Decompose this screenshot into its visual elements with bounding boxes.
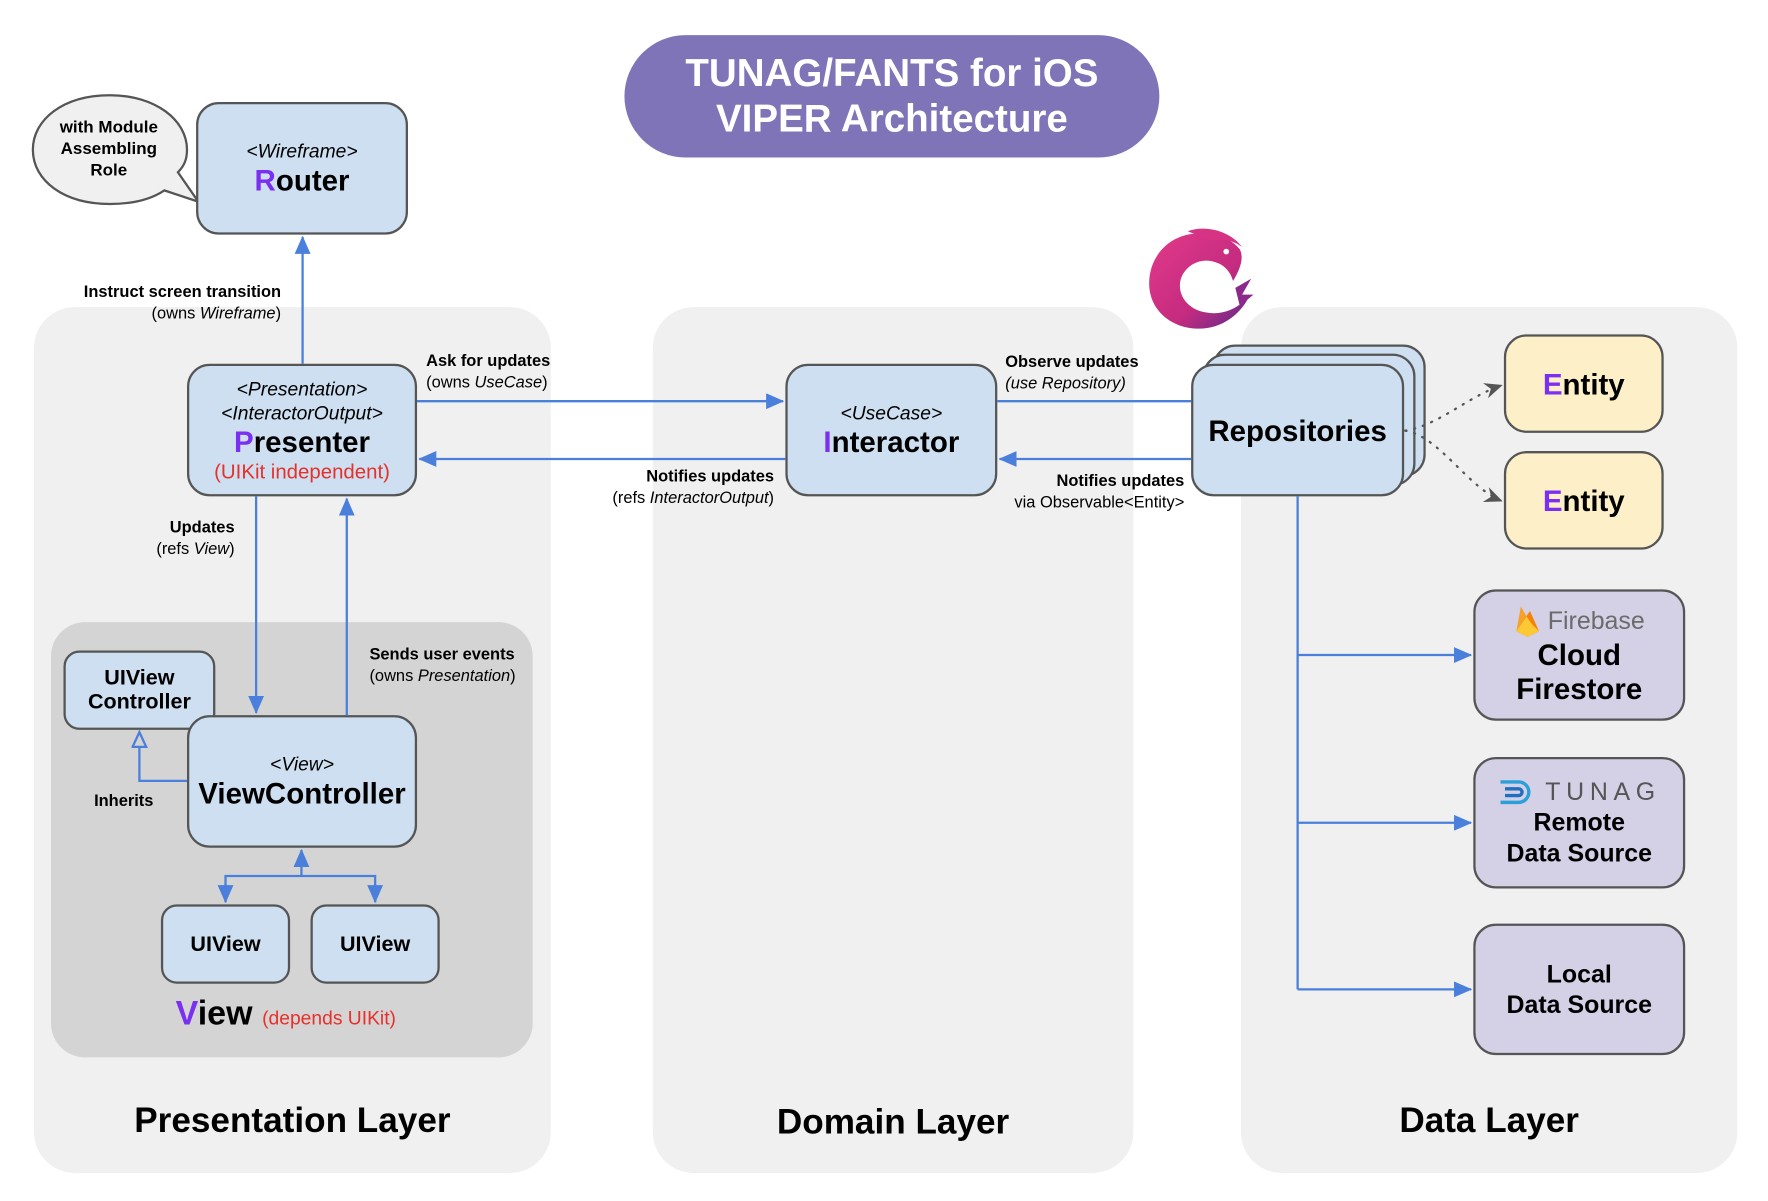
- speech-bubble: [31, 94, 202, 206]
- title-line-1: TUNAG/FANTS for iOS: [685, 52, 1099, 96]
- inherits-label: Inherits: [94, 792, 154, 811]
- viewcontroller-box[interactable]: <View> ViewController: [186, 715, 418, 848]
- callout-text: with Module Assembling Role: [59, 117, 158, 181]
- entity-box[interactable]: Entity: [1503, 334, 1664, 433]
- uiview-box[interactable]: UIView: [310, 904, 440, 984]
- domain-layer-title: Domain Layer: [776, 1101, 1010, 1142]
- router-box[interactable]: <Wireframe> Router: [196, 101, 408, 235]
- local-data-source-box[interactable]: Local Data Source: [1473, 923, 1686, 1056]
- presenter-stereotype-presentation: <Presentation>: [236, 377, 368, 400]
- entity-box[interactable]: Entity: [1503, 451, 1664, 550]
- router-stereotype: <Wireframe>: [246, 140, 358, 163]
- view-group-title: View (depends UIKit): [175, 995, 396, 1033]
- local-data-source-name: Local Data Source: [1506, 959, 1652, 1019]
- tunag-logo: TUNAG: [1498, 777, 1661, 806]
- presentation-layer-title: Presentation Layer: [134, 1100, 451, 1141]
- presenter-box[interactable]: <Presentation> <InteractorOutput> Presen…: [186, 363, 418, 497]
- title-line-2: VIPER Architecture: [715, 97, 1068, 141]
- presenter-name: Presenter: [234, 424, 371, 459]
- instruct-transition-label: Instruct screen transition (owns Wirefra…: [83, 283, 282, 323]
- firebase-flame-icon: [1516, 606, 1539, 637]
- interactor-box[interactable]: <UseCase> Interactor: [785, 363, 998, 497]
- remote-data-source-name: Remote Data Source: [1506, 808, 1652, 867]
- diagram-title: TUNAG/FANTS for iOS VIPER Architecture: [624, 35, 1160, 158]
- uiview-name: UIView: [190, 932, 261, 956]
- notifies-presenter-label: Notifies updates (refs InteractorOutput): [612, 468, 775, 508]
- observe-updates-label: Observe updates (use Repository): [1005, 353, 1139, 394]
- uiview-box[interactable]: UIView: [160, 904, 291, 984]
- uiviewcontroller-box[interactable]: UIView Controller: [63, 650, 216, 730]
- data-layer-title: Data Layer: [1399, 1100, 1579, 1141]
- repositories-box[interactable]: Repositories: [1191, 363, 1405, 497]
- interactor-stereotype: <UseCase>: [840, 402, 943, 424]
- repositories-name: Repositories: [1208, 413, 1387, 448]
- reactivex-eel-icon: [1149, 228, 1254, 329]
- interactor-name: Interactor: [823, 424, 960, 459]
- cloud-firestore-box[interactable]: Firebase Cloud Firestore: [1473, 589, 1686, 721]
- uiviewcontroller-name: UIView Controller: [87, 666, 191, 714]
- remote-data-source-box[interactable]: TUNAG Remote Data Source: [1473, 757, 1686, 889]
- ask-for-updates-label: Ask for updates (owns UseCase): [426, 352, 551, 393]
- uiview-name: UIView: [340, 932, 411, 956]
- viewcontroller-stereotype: <View>: [270, 753, 334, 776]
- viewcontroller-name: ViewController: [198, 776, 406, 811]
- entity-name: Entity: [1542, 483, 1625, 518]
- tunag-logo-icon: [1499, 780, 1530, 805]
- cloud-firestore-name: Cloud Firestore: [1516, 638, 1643, 707]
- entity-name: Entity: [1542, 366, 1625, 401]
- sends-user-events-label: Sends user events (owns Presentation): [369, 645, 516, 686]
- firebase-logo: Firebase: [1514, 604, 1645, 638]
- notifies-interactor-label: Notifies updates via Observable<Entity>: [1014, 472, 1185, 513]
- presenter-note: (UIKit independent): [214, 459, 390, 483]
- router-name: Router: [254, 163, 350, 198]
- updates-label: Updates (refs View): [156, 519, 235, 559]
- presenter-stereotype-output: <InteractorOutput>: [221, 401, 383, 424]
